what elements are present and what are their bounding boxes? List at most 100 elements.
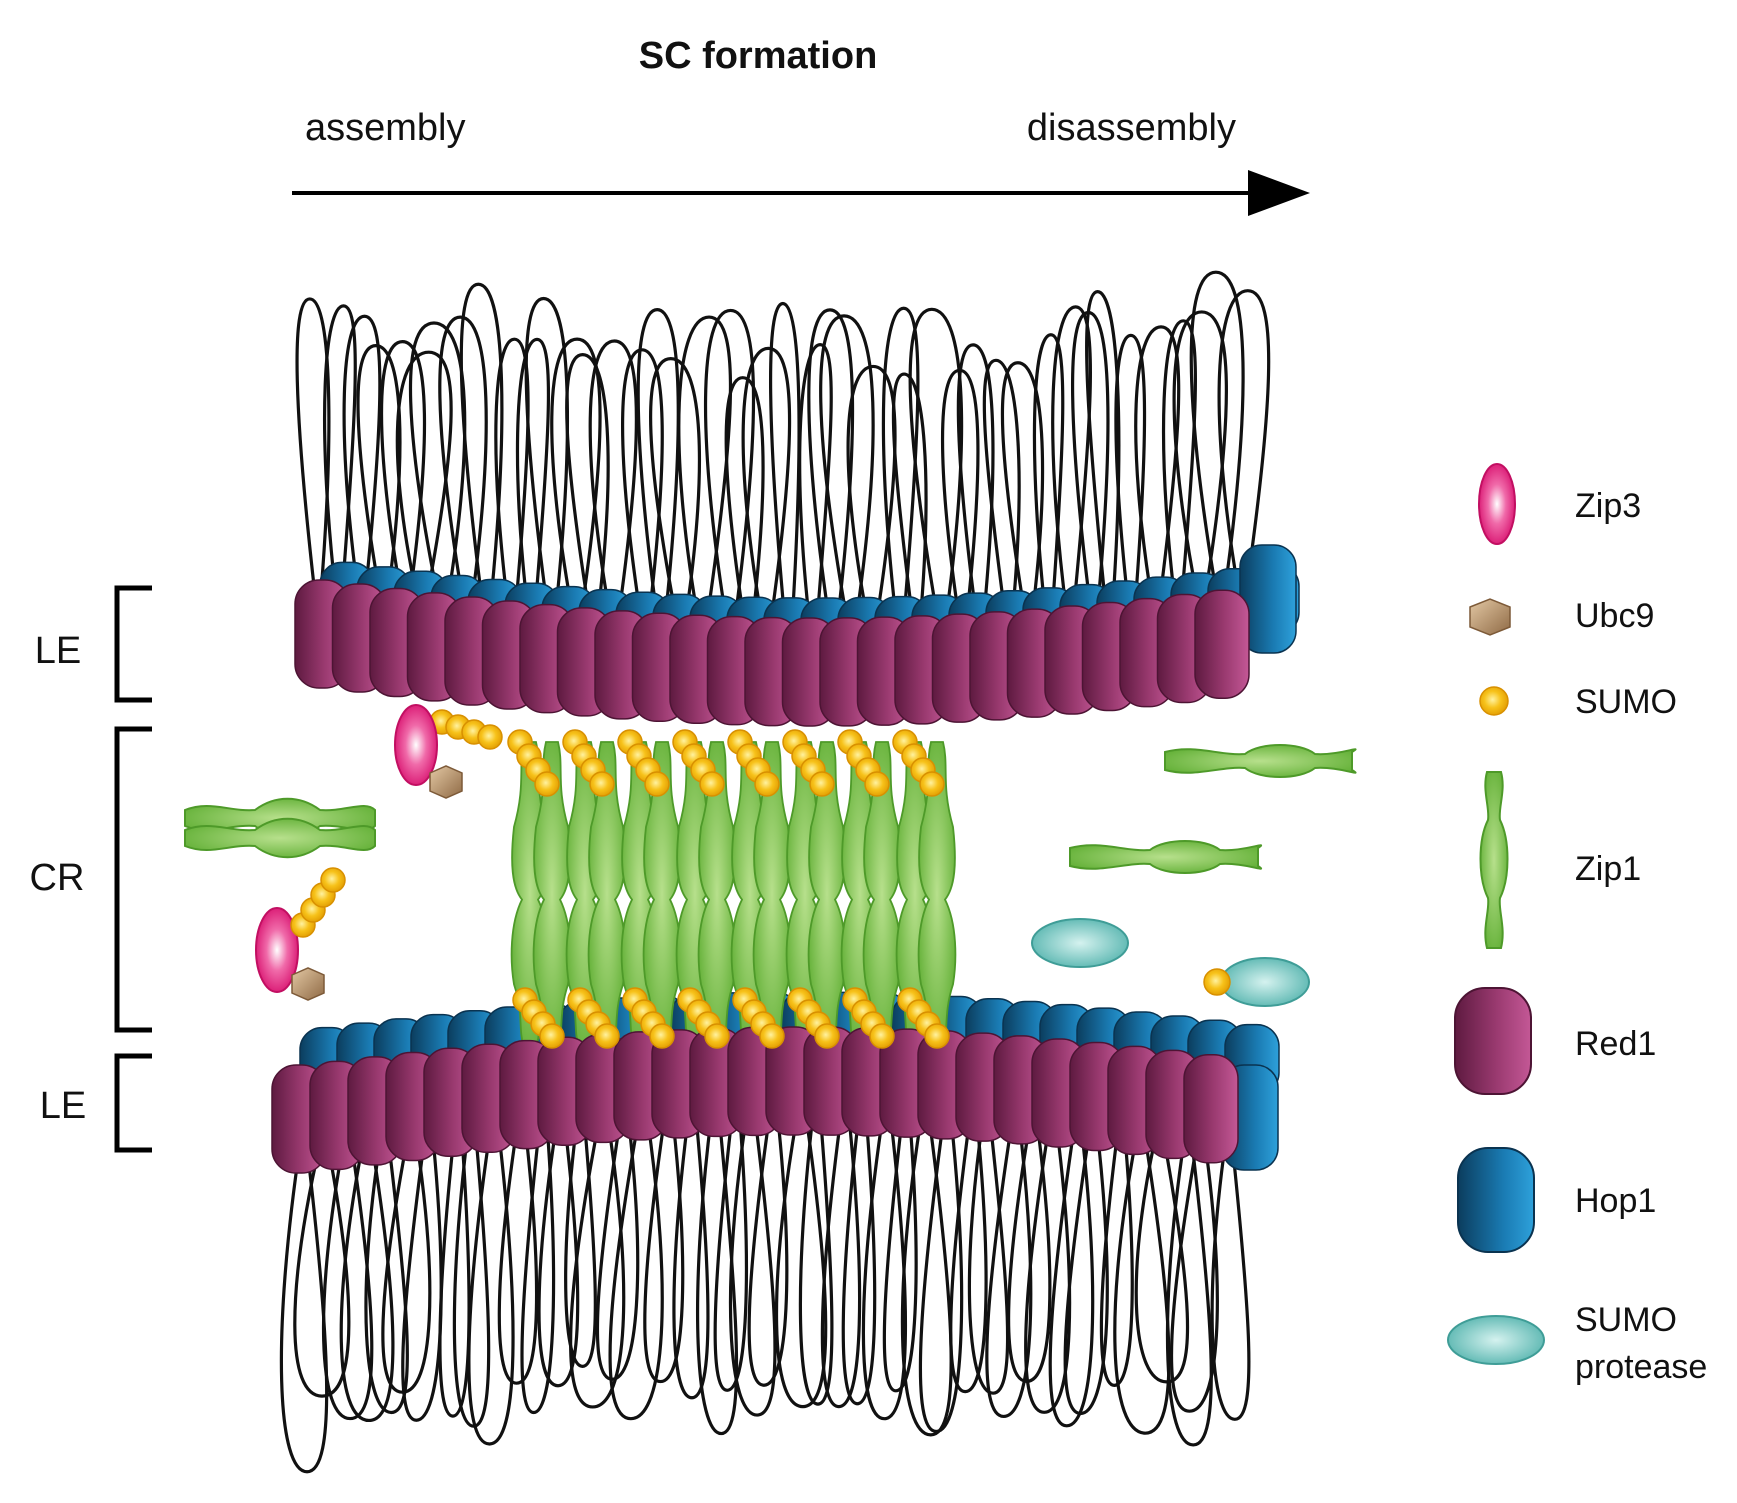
legend-zip3: Zip3	[1478, 463, 1641, 545]
sumo-protein	[320, 867, 346, 893]
chromatin-loop	[459, 282, 504, 614]
chromatin-loop	[323, 304, 357, 597]
chromatin-loop	[565, 353, 610, 623]
legend-sumo-protease-label-2: protease	[1575, 1348, 1707, 1386]
sumo-protein	[539, 1023, 565, 1049]
chromatin-loop	[741, 346, 792, 631]
sumo-protein	[477, 724, 503, 750]
chromatin-loop	[1085, 289, 1121, 613]
chromatin-loop	[1048, 1122, 1095, 1428]
chromatin-loop	[982, 358, 1021, 622]
chromatin-loop	[620, 348, 664, 627]
chromatin-loop	[279, 1142, 329, 1474]
cr-bracket	[114, 726, 152, 1033]
chromatin-loop	[1051, 305, 1092, 617]
sumo-protein	[759, 1023, 785, 1049]
chromatin-loop	[882, 1109, 918, 1393]
chromatin-loop	[724, 376, 765, 630]
sumo-protein	[589, 771, 615, 797]
chromatin-loop	[1165, 1134, 1213, 1447]
chromatin-loop	[819, 314, 875, 630]
sumo-protein	[754, 771, 780, 797]
disassembly-label: disassembly	[1027, 107, 1236, 149]
chromatin-loop	[1169, 1136, 1219, 1413]
sumo-protein	[919, 771, 945, 797]
legend-red1: Red1	[1454, 987, 1656, 1095]
chromatin-loop	[881, 306, 920, 628]
chromatin-loop	[515, 337, 551, 618]
chromatin-loop	[569, 1112, 626, 1409]
chromatin-loop	[520, 1116, 556, 1415]
legend-sumo-protease-label-1: SUMO	[1575, 1301, 1677, 1339]
chromatin-loop	[293, 1139, 351, 1398]
diagram-title: SC formation	[639, 35, 878, 77]
timeline-arrow	[292, 170, 1310, 216]
zip3-ubc9-complex-top	[394, 704, 463, 799]
sumo-protein	[644, 771, 670, 797]
ubc9-icon	[1469, 598, 1511, 636]
chromatin-loop	[438, 315, 488, 612]
legend-zip1: Zip1	[1479, 771, 1641, 949]
chromatin-loop	[841, 1108, 877, 1406]
chromatin-loop	[891, 372, 928, 628]
legend-hop1-label: Hop1	[1575, 1182, 1656, 1220]
chromatin-loop	[379, 340, 427, 605]
sumo-protein	[534, 771, 560, 797]
legend-sumo-protease: SUMO protease	[1447, 1301, 1707, 1386]
sumo-protein	[699, 771, 725, 797]
chromatin-loop	[713, 1107, 748, 1392]
top-red1-row	[294, 579, 1250, 727]
chromatin-loop	[1189, 270, 1245, 600]
hop1-icon	[1457, 1147, 1535, 1253]
sumo-protease-free	[1031, 918, 1129, 968]
chromatin-loop	[774, 1106, 828, 1409]
sumo-protein	[649, 1023, 675, 1049]
chromatin-loop	[807, 308, 855, 630]
chromatin-loop	[1161, 319, 1197, 605]
zip1-icon	[1479, 771, 1509, 949]
chromatin-loop	[672, 1108, 710, 1400]
chromatin-loop	[588, 339, 638, 625]
legend-red1-label: Red1	[1575, 1025, 1656, 1063]
chromatin-loop	[321, 1136, 374, 1421]
chromatin-loop	[1217, 289, 1271, 598]
chromatin-loop	[900, 1110, 953, 1437]
chromatin-loop	[438, 1124, 471, 1418]
sumo-protein	[594, 1023, 620, 1049]
legend: Zip3 Ubc9 SUMO Zip1 Red1 Hop1 SUMO prote…	[1447, 463, 1707, 1386]
sumo-protein	[924, 1023, 950, 1049]
chromatin-loop	[636, 307, 680, 627]
chromatin-loop	[364, 1132, 409, 1415]
sumo-protease-icon	[1447, 1315, 1545, 1365]
sumo-protein	[704, 1023, 730, 1049]
chromatin-loop	[1024, 1120, 1072, 1414]
free-zip1-right-top	[1164, 744, 1357, 778]
zip3-ubc9-complex-bottom	[255, 867, 346, 1001]
legend-hop1: Hop1	[1457, 1147, 1656, 1253]
chromatin-loop	[1172, 310, 1228, 603]
assembly-label: assembly	[305, 107, 466, 149]
chromatin-loop	[408, 321, 467, 609]
chromatin-loop	[550, 337, 602, 622]
chromatin-loop	[1134, 325, 1181, 608]
legend-zip1-label: Zip1	[1575, 850, 1641, 888]
chromatin-loop	[342, 314, 382, 600]
sumo-protease-bound	[1220, 957, 1310, 1007]
chromatin-loop	[643, 1109, 685, 1384]
chromatin-loop	[339, 1134, 395, 1423]
free-zip1-left	[184, 797, 376, 859]
chromatin-loop	[918, 1112, 964, 1434]
zip3-icon	[1478, 463, 1516, 545]
chromatin-loop	[677, 315, 733, 629]
sumo-on-protease	[1203, 968, 1231, 996]
bottom-red1-row	[271, 1026, 1239, 1174]
sumo-protein	[864, 771, 890, 797]
le-top-label: LE	[35, 630, 81, 672]
chromatin-loop	[494, 337, 530, 616]
sumo-icon	[1479, 686, 1509, 716]
le-top-bracket	[114, 585, 152, 703]
red1-protein	[1194, 589, 1250, 699]
chromatin-loop	[1032, 333, 1065, 619]
bottom-chromatin-loops	[279, 1106, 1251, 1474]
chromatin-loop	[846, 364, 897, 630]
